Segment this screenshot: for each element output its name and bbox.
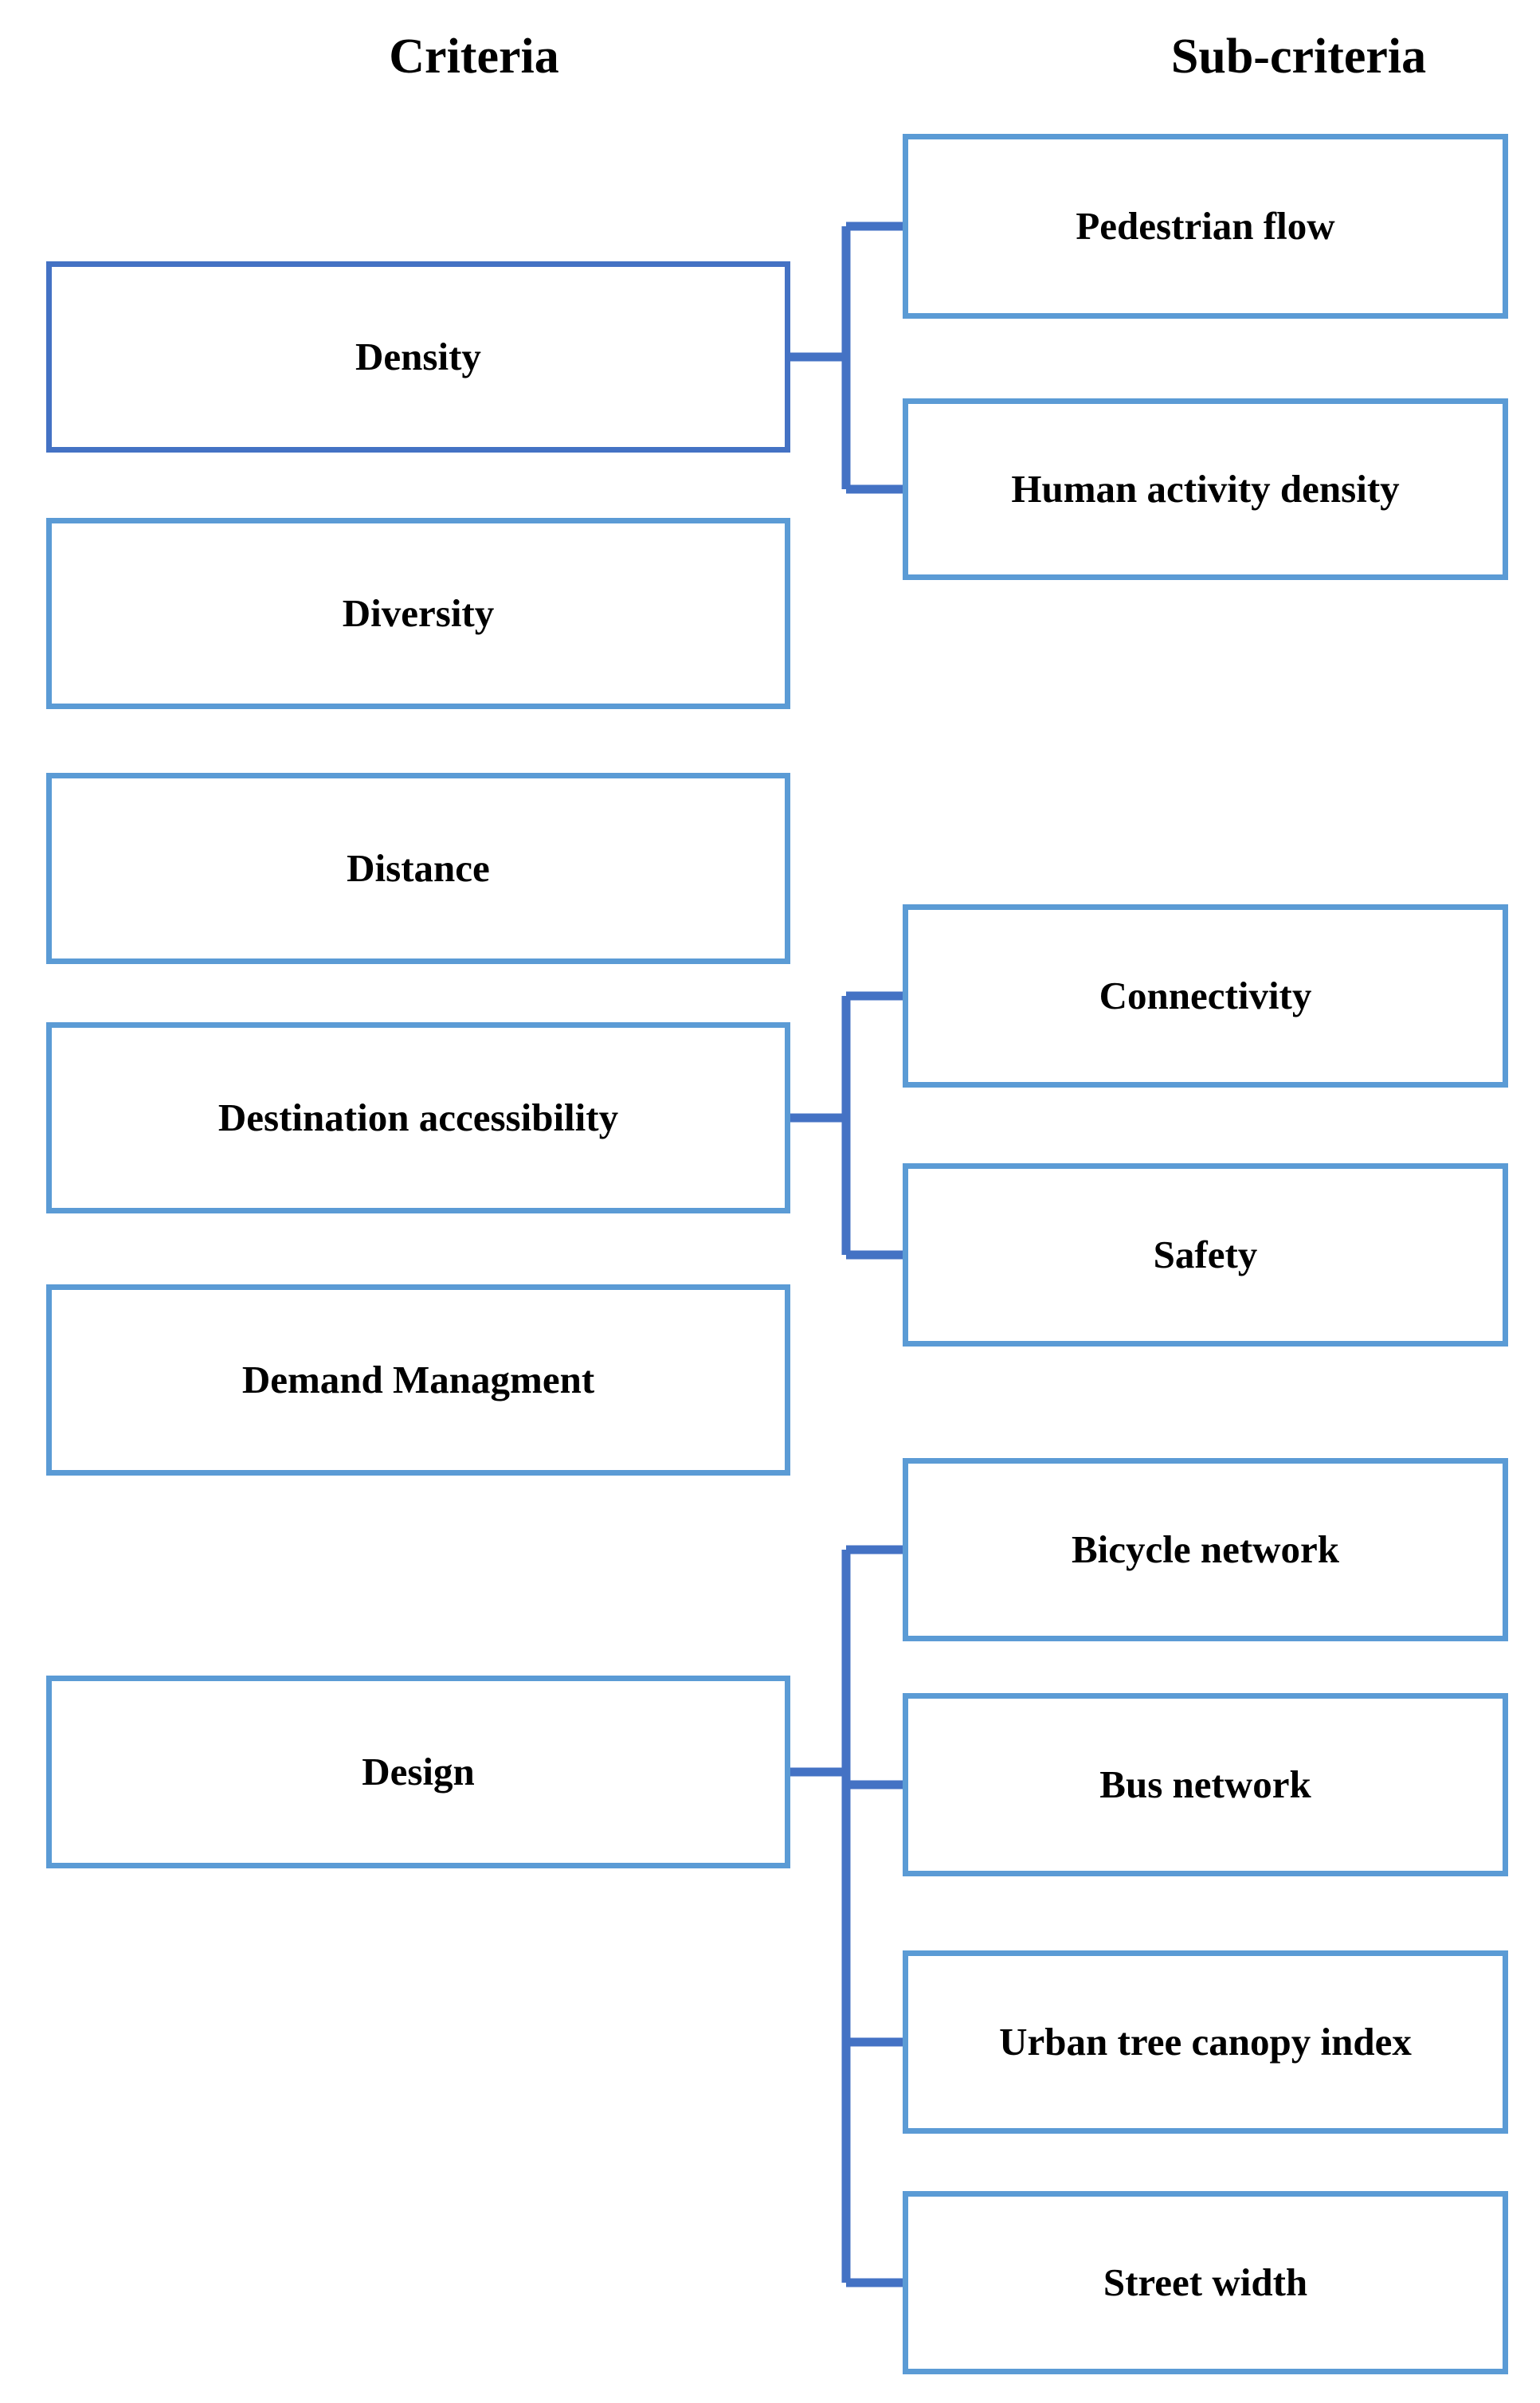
connector-design: [790, 1545, 908, 2287]
subcriteria-box-urban-tree-canopy-index[interactable]: Urban tree canopy index: [903, 1950, 1508, 2134]
subcriteria-box-pedestrian-flow[interactable]: Pedestrian flow: [903, 134, 1508, 319]
criteria-box-destination-accessibility[interactable]: Destination accessibility: [46, 1022, 790, 1213]
column-header-subcriteria: Sub-criteria: [1170, 29, 1427, 84]
subcriteria-box-bicycle-network[interactable]: Bicycle network: [903, 1458, 1508, 1641]
subcriteria-box-human-activity-density[interactable]: Human activity density: [903, 398, 1508, 580]
criteria-box-density[interactable]: Density: [46, 261, 790, 453]
column-header-criteria: Criteria: [389, 29, 559, 84]
subcriteria-box-connectivity[interactable]: Connectivity: [903, 904, 1508, 1088]
criteria-box-distance[interactable]: Distance: [46, 773, 790, 964]
criteria-box-demand-managment[interactable]: Demand Managment: [46, 1284, 790, 1476]
subcriteria-box-safety[interactable]: Safety: [903, 1163, 1508, 1347]
criteria-box-design[interactable]: Design: [46, 1676, 790, 1868]
connector-destination: [790, 991, 908, 1260]
subcriteria-box-bus-network[interactable]: Bus network: [903, 1693, 1508, 1876]
criteria-box-diversity[interactable]: Diversity: [46, 518, 790, 709]
connector-density: [790, 221, 908, 494]
subcriteria-box-street-width[interactable]: Street width: [903, 2191, 1508, 2374]
